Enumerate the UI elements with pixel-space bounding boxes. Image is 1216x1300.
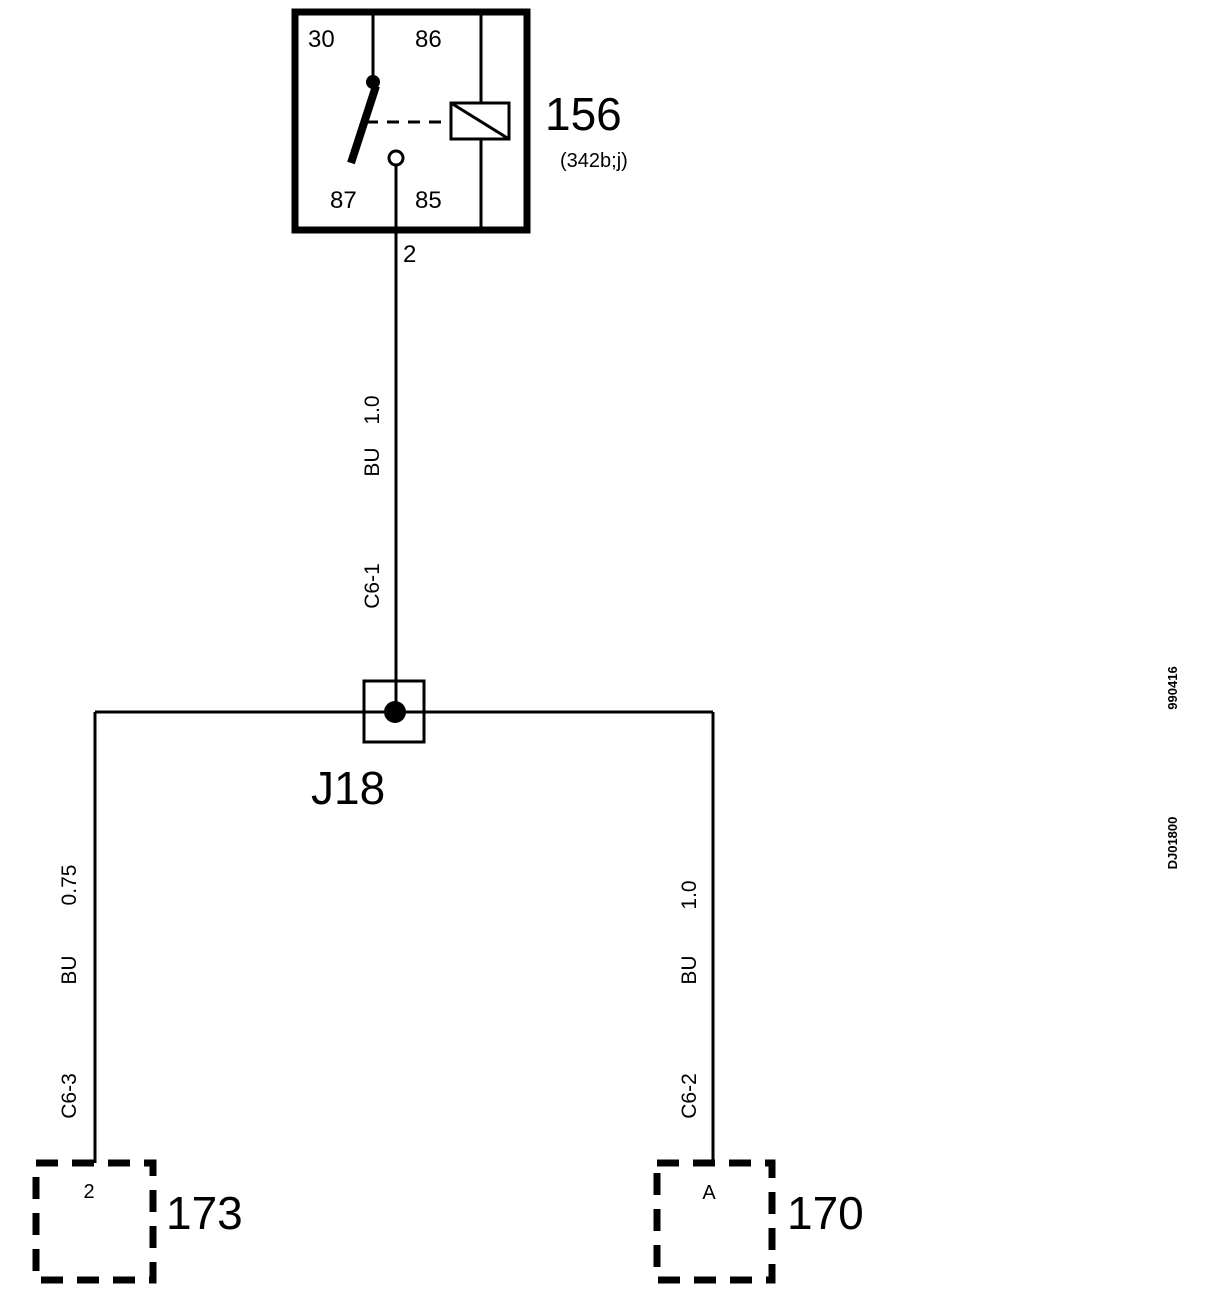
connector-170-id: 170: [787, 1187, 864, 1239]
relay-id: 156: [545, 88, 622, 140]
wire-left-circuit: C6-3: [58, 1073, 81, 1119]
drawing-date-code: 990416: [1165, 666, 1180, 709]
relay-156: 30 86 87 85 156 (342b;j) 2: [291, 8, 628, 268]
relay-terminal-86: 86: [415, 26, 442, 53]
drawing-number: DJ01800: [1165, 817, 1180, 870]
connector-170-pin: A: [702, 1182, 716, 1204]
relay-switch-arm: [347, 84, 380, 165]
relay-output-pin: 2: [403, 241, 416, 268]
relay-terminal-87: 87: [330, 187, 357, 214]
relay-housing: [291, 8, 531, 234]
wire-top-labels: 1.0 BU C6-1: [361, 395, 384, 608]
relay-terminal-30: 30: [308, 26, 335, 53]
wire-right-circuit: C6-2: [678, 1073, 701, 1119]
wire-right-size: 1.0: [678, 880, 701, 909]
junction-dot: [384, 701, 406, 723]
relay-reference: (342b;j): [560, 150, 628, 172]
relay-coil-diagonal: [450, 101, 510, 141]
connector-173-id: 173: [166, 1187, 243, 1239]
wire-top-color: BU: [361, 447, 384, 476]
connector-170: A 170: [653, 1159, 864, 1284]
connector-170-outline: [653, 1159, 776, 1284]
relay-contact-87: [387, 149, 405, 167]
connector-173-outline: [32, 1159, 157, 1284]
junction-id: J18: [311, 762, 385, 814]
wire-left-labels: 0.75 BU C6-3: [58, 865, 81, 1119]
junction-j18: J18: [95, 679, 713, 814]
relay-terminal-85: 85: [415, 187, 442, 214]
relay-pivot-dot: [366, 75, 380, 89]
wire-top-size: 1.0: [361, 395, 384, 424]
wire-top-circuit: C6-1: [361, 563, 384, 609]
connector-173: 2 173: [32, 1159, 243, 1284]
wire-right-color: BU: [678, 955, 701, 984]
wire-left-color: BU: [58, 955, 81, 984]
wire-right-labels: 1.0 BU C6-2: [678, 880, 701, 1118]
connector-173-pin: 2: [83, 1181, 94, 1203]
wire-left-size: 0.75: [58, 865, 81, 906]
